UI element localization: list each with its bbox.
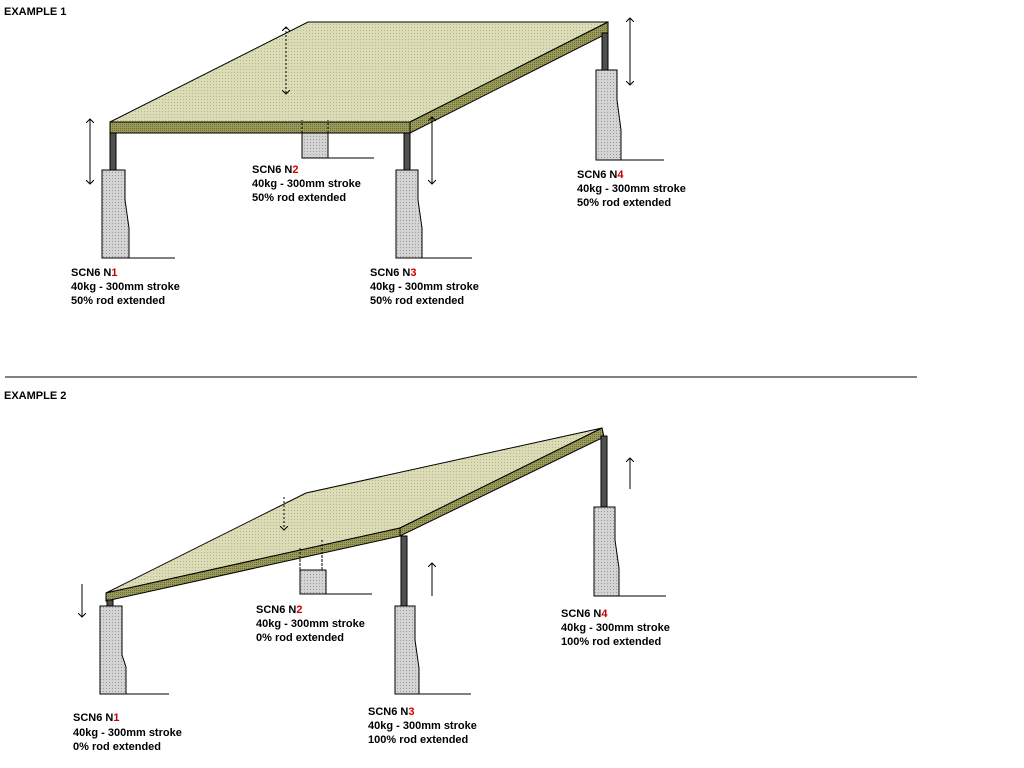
actuator-spec: 40kg - 300mm stroke [368, 720, 477, 732]
actuator-1-4 [595, 32, 664, 161]
example-1-group [90, 18, 664, 259]
label-1-3: SCN6 N3 40kg - 300mm stroke 50% rod exte… [370, 267, 479, 307]
actuator-model: SCN6 N [561, 608, 601, 620]
actuator-status: 100% rod extended [368, 734, 468, 746]
label-1-2: SCN6 N2 40kg - 300mm stroke 50% rod exte… [252, 164, 361, 204]
actuator-spec: 40kg - 300mm stroke [256, 618, 365, 630]
svg-text:SCN6 N4: SCN6 N4 [561, 608, 608, 620]
svg-text:SCN6 N3: SCN6 N3 [368, 706, 414, 718]
actuator-2-3 [394, 535, 471, 695]
actuator-2-1 [99, 599, 169, 695]
actuator-status: 0% rod extended [256, 632, 344, 644]
svg-text:SCN6 N2: SCN6 N2 [252, 164, 298, 176]
actuator-number: 3 [410, 267, 416, 279]
svg-text:SCN6 N2: SCN6 N2 [256, 604, 302, 616]
actuator-number: 2 [292, 164, 298, 176]
actuator-spec: 40kg - 300mm stroke [252, 178, 361, 190]
example-2-group [82, 427, 666, 695]
actuator-model: SCN6 N [252, 164, 292, 176]
actuator-model: SCN6 N [368, 706, 408, 718]
actuator-model: SCN6 N [577, 169, 617, 181]
actuator-spec: 40kg - 300mm stroke [370, 281, 479, 293]
actuator-model: SCN6 N [256, 604, 296, 616]
svg-text:SCN6 N3: SCN6 N3 [370, 267, 416, 279]
example-2-title: EXAMPLE 2 [4, 390, 66, 402]
actuator-number: 2 [296, 604, 302, 616]
actuator-number: 3 [408, 706, 414, 718]
label-1-4: SCN6 N4 40kg - 300mm stroke 50% rod exte… [577, 169, 686, 209]
actuator-number: 4 [617, 169, 624, 181]
actuator-model: SCN6 N [370, 267, 410, 279]
actuator-spec: 40kg - 300mm stroke [577, 183, 686, 195]
label-2-1: SCN6 N1 40kg - 300mm stroke 0% rod exten… [73, 712, 182, 753]
actuator-status: 50% rod extended [252, 192, 346, 204]
actuator-model: SCN6 N [71, 267, 111, 279]
actuator-status: 0% rod extended [73, 741, 161, 753]
actuator-status: 100% rod extended [561, 636, 661, 648]
actuator-spec: 40kg - 300mm stroke [73, 727, 182, 739]
actuator-number: 1 [111, 267, 117, 279]
label-2-3: SCN6 N3 40kg - 300mm stroke 100% rod ext… [368, 706, 477, 746]
actuator-2-4 [593, 435, 666, 597]
platform-1 [109, 21, 609, 134]
svg-text:SCN6 N4: SCN6 N4 [577, 169, 624, 181]
actuator-1-3 [395, 132, 472, 259]
example-1-title: EXAMPLE 1 [4, 6, 66, 18]
actuator-number: 4 [601, 608, 608, 620]
actuator-status: 50% rod extended [577, 197, 671, 209]
actuator-status: 50% rod extended [370, 295, 464, 307]
actuator-model: SCN6 N [73, 712, 113, 724]
label-2-4: SCN6 N4 40kg - 300mm stroke 100% rod ext… [561, 608, 670, 648]
label-2-2: SCN6 N2 40kg - 300mm stroke 0% rod exten… [256, 604, 365, 644]
svg-text:SCN6 N1: SCN6 N1 [71, 267, 117, 279]
actuator-spec: 40kg - 300mm stroke [71, 281, 180, 293]
svg-text:SCN6 N1: SCN6 N1 [73, 712, 119, 724]
platform-2 [105, 427, 605, 602]
actuator-spec: 40kg - 300mm stroke [561, 622, 670, 634]
actuator-number: 1 [113, 712, 119, 724]
actuator-1-1 [101, 132, 175, 259]
label-1-1: SCN6 N1 40kg - 300mm stroke 50% rod exte… [71, 267, 180, 307]
actuator-status: 50% rod extended [71, 295, 165, 307]
